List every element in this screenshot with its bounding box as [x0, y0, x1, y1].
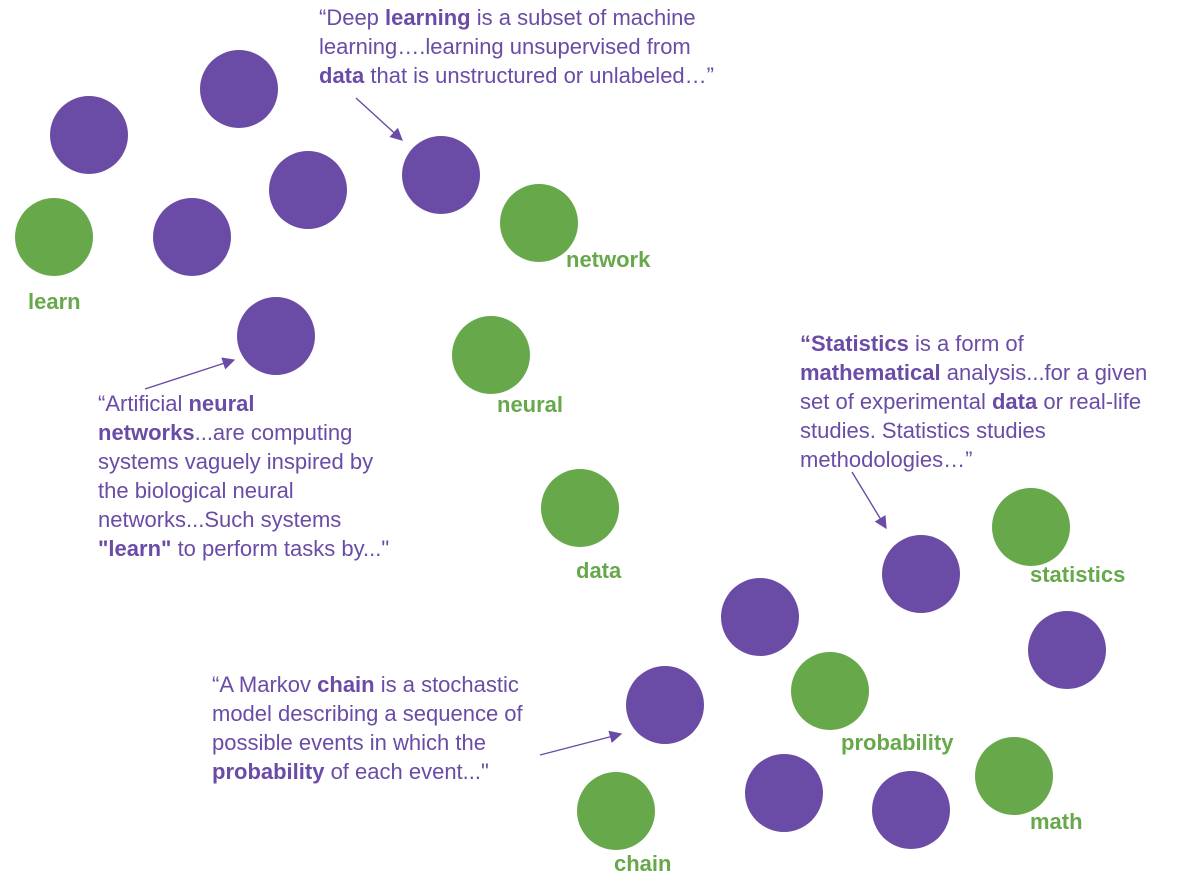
arrow-statistics [851, 471, 887, 530]
document-node [745, 754, 823, 832]
quote-text: set of experimental [800, 389, 992, 414]
document-node [626, 666, 704, 744]
quote-line: "learn" to perform tasks by..." [98, 534, 389, 563]
quote-text: is a form of [908, 331, 1024, 356]
arrow-deep-learning [355, 97, 403, 141]
word-label-network: network [566, 247, 651, 272]
quote-line: probability of each event..." [212, 757, 523, 786]
document-node [153, 198, 231, 276]
quote-line: the biological neural [98, 478, 294, 503]
word-node-network [500, 184, 578, 262]
quote-line: “Statistics is a form of [800, 329, 1147, 358]
word-label-neural: neural [497, 392, 564, 417]
quote-line: data that is unstructured or unlabeled…” [319, 61, 714, 90]
quote-statistics: “Statistics is a form of mathematical an… [800, 329, 1147, 474]
quote-line: possible events in which the [212, 730, 486, 755]
keyword-probability: probability [212, 759, 325, 784]
quote-line: systems vaguely inspired by [98, 449, 374, 474]
word-node-statistics [992, 488, 1070, 566]
quote-text: that is unstructured or unlabeled…” [364, 63, 714, 88]
keyword-chain: chain [317, 672, 375, 697]
quote-text: ...are computing [194, 420, 353, 445]
word-node-neural [452, 316, 530, 394]
document-node [50, 96, 128, 174]
keyword-data: data [991, 389, 1038, 414]
quote-line: “A Markov chain is a stochastic [212, 670, 523, 699]
document-node [402, 136, 480, 214]
word-node-data [541, 469, 619, 547]
quote-markov-chain: “A Markov chain is a stochastic model de… [212, 670, 523, 786]
word-label-probability: probability [841, 730, 954, 755]
quote-line: “Artificial neural [98, 389, 389, 418]
word-label-learn: learn [28, 289, 81, 314]
quote-line: mathematical analysis...for a given [800, 358, 1147, 387]
quote-neural-networks: “Artificial neural networks...are comput… [98, 389, 389, 563]
quote-line: set of experimental data or real-life [800, 387, 1147, 416]
keyword-data: data [319, 63, 365, 88]
quote-line: model describing a sequence of [212, 701, 523, 726]
word-node-math [975, 737, 1053, 815]
word-label-statistics: statistics [1030, 562, 1126, 587]
quote-text: “A Markov [212, 672, 318, 697]
document-node [269, 151, 347, 229]
document-node [1028, 611, 1106, 689]
quote-text: analysis...for a given [940, 360, 1148, 385]
arrow-markov [539, 730, 623, 756]
keyword-statistics: “Statistics [800, 331, 909, 356]
quote-line: networks...Such systems [98, 507, 342, 532]
quote-text: is a stochastic [374, 672, 519, 697]
word-label-data: data [576, 558, 622, 583]
word-label-math: math [1030, 809, 1083, 834]
keyword-mathematical: mathematical [800, 360, 941, 385]
quote-text: of each event..." [324, 759, 489, 784]
quote-line: networks...are computing [98, 418, 389, 447]
document-node [882, 535, 960, 613]
nodes-layer [15, 50, 1106, 850]
quote-line: learning….learning unsupervised from [319, 34, 691, 59]
document-node [237, 297, 315, 375]
word-node-learn [15, 198, 93, 276]
quote-line: methodologies…” [800, 447, 973, 472]
keyword-networks: networks [98, 420, 195, 445]
quote-line: studies. Statistics studies [800, 418, 1046, 443]
document-node [200, 50, 278, 128]
document-node [872, 771, 950, 849]
quote-text: “Artificial [98, 391, 189, 416]
quote-text: is a subset of machine [470, 5, 696, 30]
word-node-chain [577, 772, 655, 850]
word-label-chain: chain [614, 851, 672, 876]
quote-text: “Deep [319, 5, 386, 30]
quote-line: “Deep learning is a subset of machine [319, 3, 714, 32]
quote-deep-learning: “Deep learning is a subset of machine le… [319, 3, 714, 90]
quote-text: or real-life [1037, 389, 1142, 414]
document-node [721, 578, 799, 656]
arrow-neural-networks [144, 357, 236, 390]
keyword-neural: neural [188, 391, 255, 416]
quote-text: to perform tasks by..." [171, 536, 390, 561]
keyword-learning: learning [385, 5, 471, 30]
keyword-learn: "learn" [98, 536, 172, 561]
arrows-layer [144, 97, 887, 756]
word-node-probability [791, 652, 869, 730]
